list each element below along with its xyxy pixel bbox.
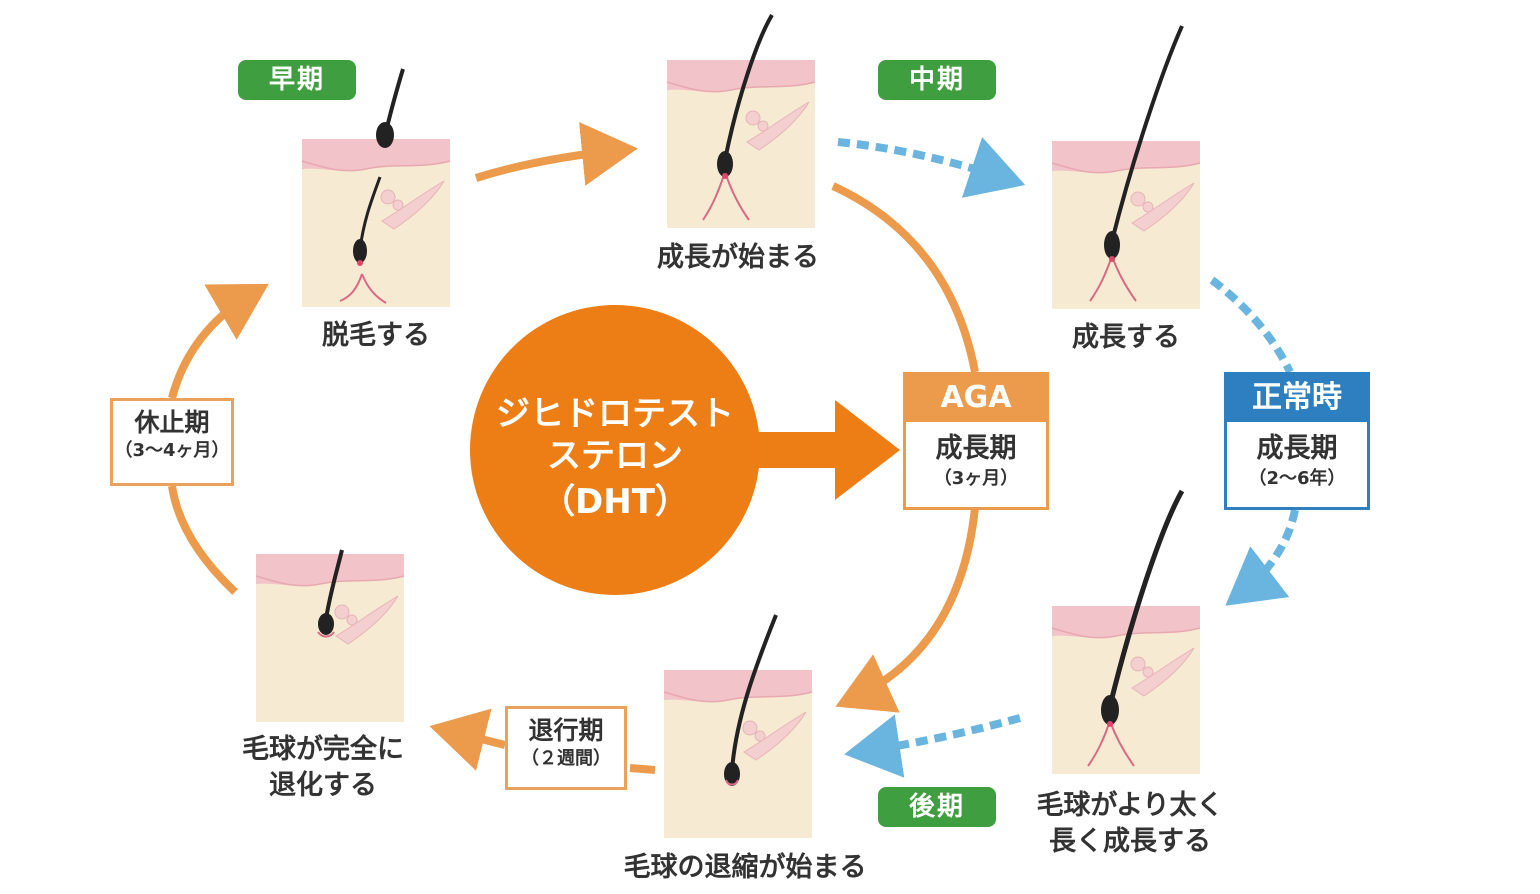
aga-head: AGA <box>903 372 1049 422</box>
arrow-rest-to-shed <box>168 283 269 400</box>
dht-line1: ジヒドロテスト <box>496 394 734 434</box>
skin-panel-growth-start <box>666 13 816 229</box>
dashed-arrow-normal-to-thicker <box>1225 509 1299 606</box>
aga-sub: （3ヶ月） <box>933 468 1019 489</box>
arrow-aga-growth-lower <box>835 507 979 713</box>
caption-growth-start: 成長が始まる <box>657 242 819 273</box>
regression-title: 退行期 <box>528 716 604 745</box>
skin-panel-thicker <box>1051 489 1201 775</box>
dashed-arrow-thicker-to-shrink <box>844 714 1022 778</box>
skin-panel-complete-regress <box>255 549 405 723</box>
normal-head: 正常時 <box>1224 372 1370 422</box>
dashed-arrow-grow-to-normal <box>1209 276 1294 374</box>
caption-regress-line1: 毛球が完全に <box>242 734 404 765</box>
dht-circle: ジヒドロテスト ステロン （DHT） <box>470 305 760 595</box>
normal-growth-box: 正常時 成長期 （2〜6年） <box>1224 372 1370 510</box>
skin-panel-shrink-start <box>663 614 813 839</box>
dht-arrow <box>740 400 900 500</box>
resting-title: 休止期 <box>134 408 210 437</box>
aga-growth-box: AGA 成長期 （3ヶ月） <box>903 372 1049 510</box>
arrow-regress-to-complete <box>429 708 506 771</box>
skin-panel-shedding <box>301 68 451 308</box>
caption-thicker-line2: 長く成長する <box>1049 826 1211 857</box>
skin-panel-growing <box>1051 25 1201 310</box>
period-box-regression: 退行期 （２週間） <box>505 706 627 790</box>
caption-shedding: 脱毛する <box>322 320 430 351</box>
caption-growing: 成長する <box>1072 322 1180 353</box>
normal-sub: （2〜6年） <box>1248 468 1346 489</box>
arrow-shed-to-start <box>474 122 638 186</box>
caption-thicker: 毛球がより太く 長く成長する <box>1010 788 1250 860</box>
dht-line2: ステロン <box>547 436 683 476</box>
caption-thicker-line1: 毛球がより太く <box>1036 790 1224 821</box>
arrow-shrink-to-regress <box>629 764 656 774</box>
dashed-arrow-start-to-grow <box>837 136 1026 198</box>
arrow-aga-growth-upper <box>831 182 979 373</box>
caption-complete-regress: 毛球が完全に 退化する <box>218 732 428 804</box>
dht-line3: （DHT） <box>541 482 689 522</box>
regression-sub: （２週間） <box>521 748 611 769</box>
normal-title: 成長期 <box>1256 433 1338 464</box>
caption-shrink-start: 毛球の退縮が始まる <box>623 852 867 883</box>
resting-sub: （3〜4ヶ月） <box>114 440 230 461</box>
caption-regress-line2: 退化する <box>269 770 377 801</box>
stage-badge-late: 後期 <box>878 787 996 827</box>
period-box-resting: 休止期 （3〜4ヶ月） <box>110 398 234 486</box>
arrow-complete-to-rest <box>168 485 238 595</box>
stage-badge-middle: 中期 <box>878 60 996 100</box>
aga-title: 成長期 <box>935 433 1017 464</box>
stage-badge-early: 早期 <box>238 60 356 100</box>
